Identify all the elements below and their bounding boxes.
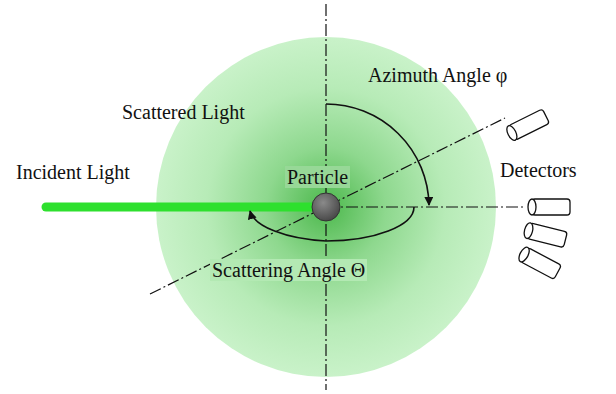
incident-beam	[46, 203, 312, 212]
angle-label: Scattering Angle Θ	[210, 259, 367, 281]
detector-cylinder	[505, 109, 550, 142]
angle-label: Azimuth Angle φ	[366, 64, 509, 86]
particle-label: Particle	[285, 166, 350, 188]
detector-cylinder	[517, 246, 562, 280]
particle-sphere	[312, 193, 340, 221]
region-label: Scattered Light	[120, 101, 247, 123]
detector-cylinder	[528, 199, 570, 215]
azimuth-arc	[326, 104, 429, 205]
horizontal-axis	[326, 206, 525, 207]
beam-label: Incident Light	[14, 161, 132, 183]
detector-label: Detectors	[498, 159, 579, 181]
detector-cylinder	[523, 222, 568, 248]
